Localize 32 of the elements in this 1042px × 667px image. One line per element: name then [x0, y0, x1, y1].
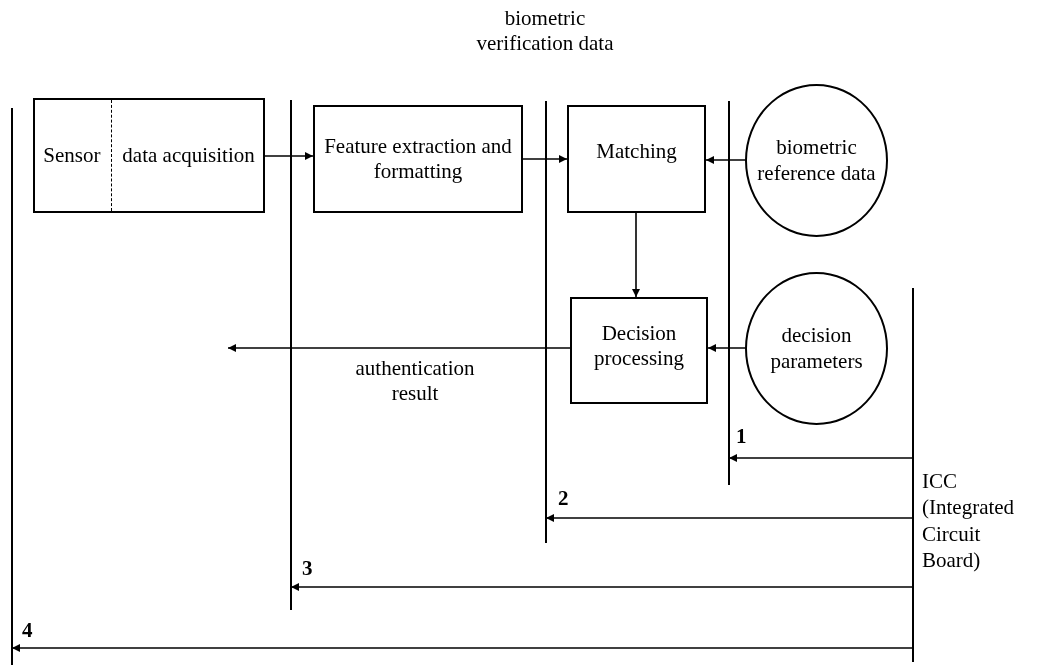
arrow [707, 344, 746, 352]
callout-number: 1 [736, 424, 747, 450]
arrow [545, 514, 914, 522]
interface-label: biometric verification data [475, 6, 615, 57]
data-label: biometric reference data [756, 135, 877, 186]
process-label: data acquisition [121, 142, 256, 169]
process-box [570, 297, 708, 404]
interface-label: ICC (Integrated Circuit Board) [922, 468, 1016, 573]
arrow [11, 644, 914, 652]
arrow [728, 454, 914, 462]
interface-line [11, 108, 13, 665]
arrow [227, 344, 571, 352]
component-label: Sensor [42, 142, 102, 169]
interface-line [545, 101, 547, 543]
process-box [313, 105, 523, 213]
process-label: Decision processing [593, 321, 685, 372]
process-box [33, 98, 265, 213]
callout-number: 3 [302, 556, 313, 582]
interface-line [912, 288, 914, 662]
arrow [264, 152, 314, 160]
callout-number: 2 [558, 486, 569, 512]
interface-line [728, 101, 730, 485]
arrow [632, 212, 640, 298]
process-label: Feature extraction and formatting [323, 133, 513, 185]
process-box [567, 105, 706, 213]
arrow [290, 583, 914, 591]
arrow [705, 156, 746, 164]
arrow [522, 155, 568, 163]
process-label: Matching [595, 139, 678, 165]
interface-line [290, 100, 292, 610]
callout-number: 4 [22, 618, 33, 644]
data-label: decision parameters [769, 323, 864, 374]
